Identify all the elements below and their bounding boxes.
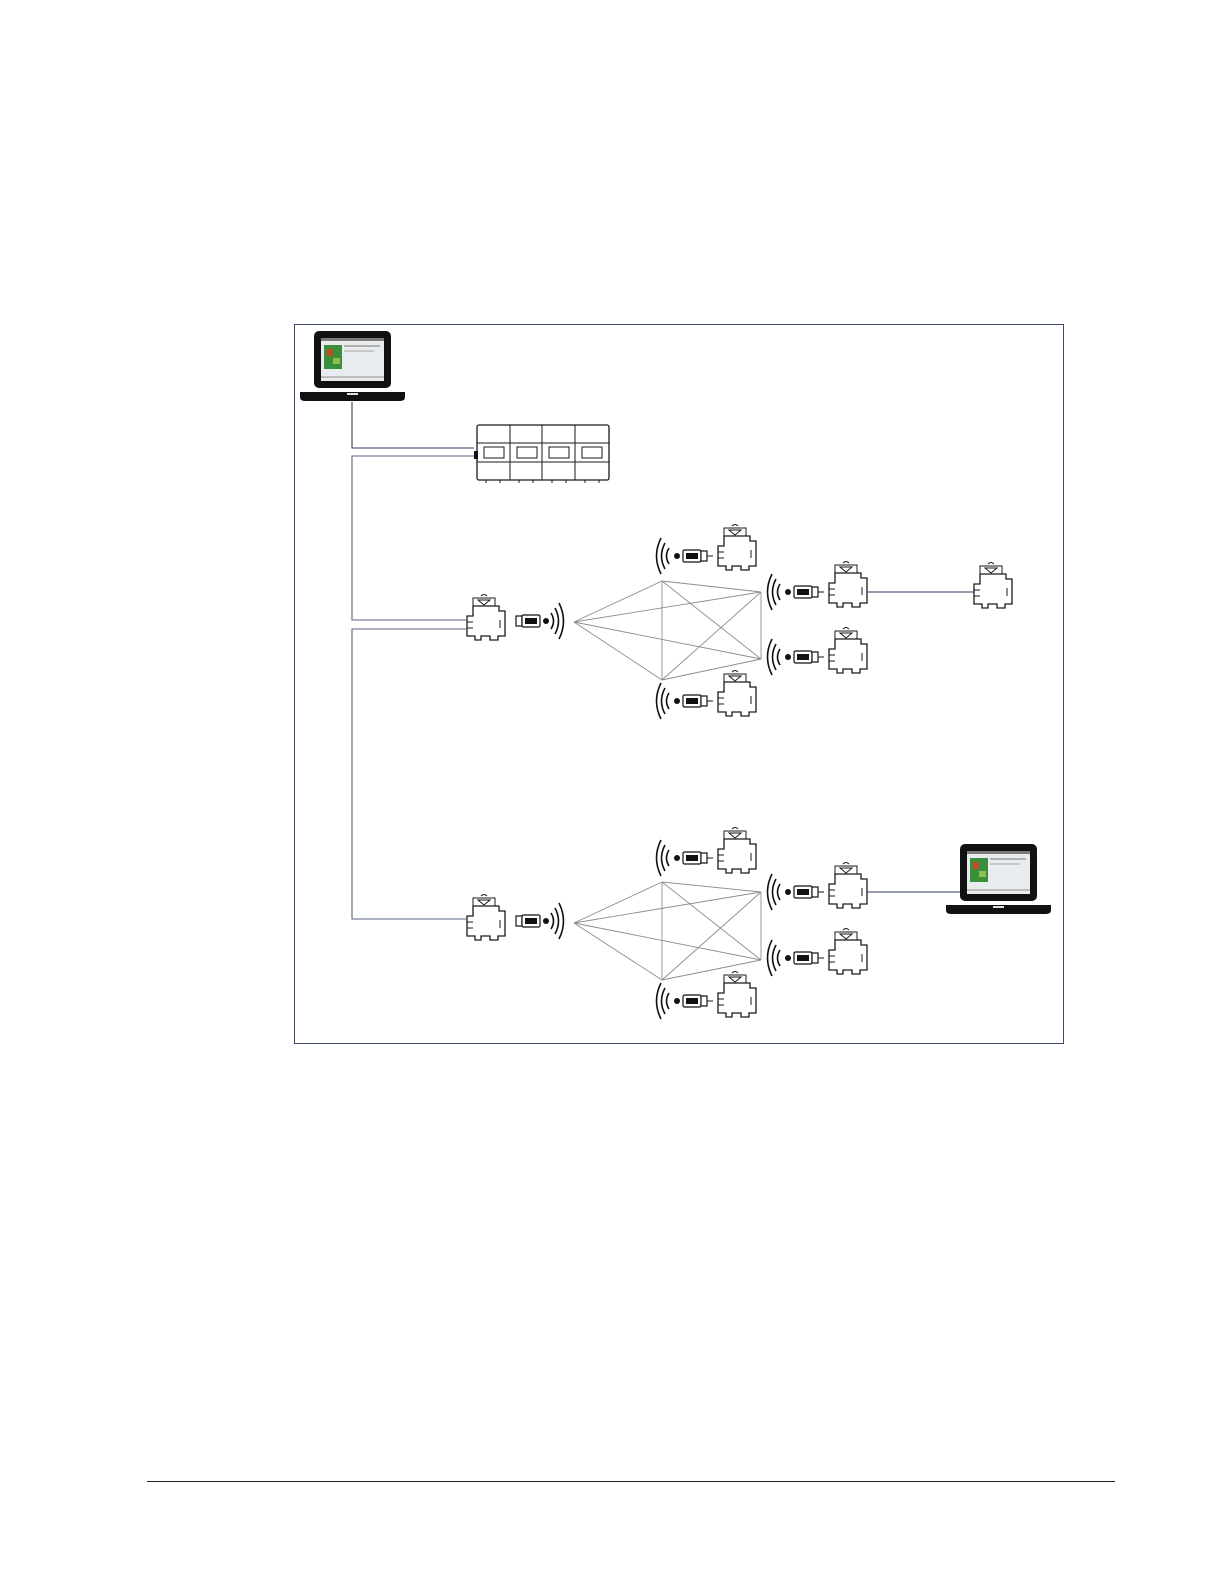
wireless-router-icon (657, 525, 757, 575)
footer-divider (147, 1481, 1115, 1482)
wireless-router-icon (768, 929, 868, 977)
wireless-gateway-icon (467, 595, 564, 641)
wireless-network-2 (467, 828, 1051, 1020)
mesh-links (574, 581, 761, 680)
wireless-router-icon (768, 863, 868, 911)
backbone-wiring (352, 402, 474, 919)
laptop-icon (300, 331, 405, 401)
wireless-network-1 (467, 525, 1012, 720)
router-icon (974, 563, 1012, 609)
wireless-router-icon (657, 828, 757, 877)
wireless-router-icon (768, 562, 868, 611)
mesh-links (574, 882, 761, 980)
diagram-frame (295, 325, 1064, 1044)
laptop-icon (946, 844, 1051, 914)
wireless-router-icon (768, 628, 868, 676)
wireless-router-icon (657, 972, 757, 1020)
controller-rack-icon (474, 425, 609, 483)
wireless-gateway-icon (467, 895, 564, 941)
